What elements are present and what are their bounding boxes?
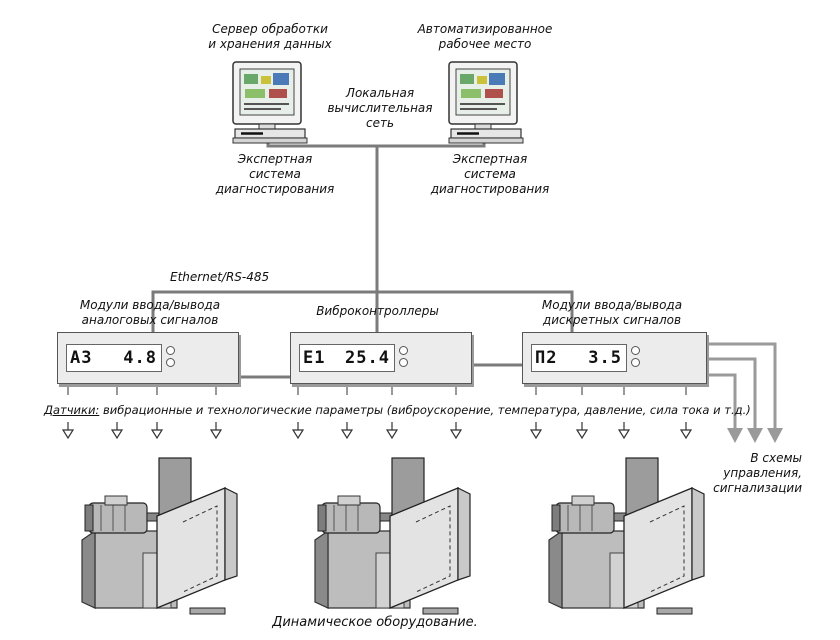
sensor-icon xyxy=(450,421,462,439)
bus-label: Ethernet/RS-485 xyxy=(170,270,270,284)
machine-3-icon xyxy=(548,457,705,615)
sensor-icon xyxy=(576,421,588,439)
status-led-icon xyxy=(631,358,640,367)
output-lines xyxy=(705,342,777,430)
sensors-description: вибрационные и технологические параметры… xyxy=(102,403,751,417)
analog-module-display: A3 4.8 xyxy=(66,344,162,372)
output-arrows xyxy=(727,428,783,443)
sensor-icon xyxy=(341,421,353,439)
sensor-icon xyxy=(210,421,222,439)
status-led-icon xyxy=(166,358,175,367)
workstation-computer-icon xyxy=(447,60,525,145)
sensor-icons xyxy=(62,421,692,439)
vibrocontroller-display: E1 25.4 xyxy=(299,344,395,372)
vibrocontroller: E1 25.4 xyxy=(290,332,472,384)
sensor-icon xyxy=(111,421,123,439)
sensor-icon xyxy=(386,421,398,439)
analog-channel: A3 xyxy=(70,348,93,368)
analog-module: A3 4.8 xyxy=(57,332,239,384)
sensors-title: Датчики: xyxy=(44,403,100,417)
discrete-module-display: П2 3.5 xyxy=(531,344,627,372)
vibrocontroller-title: Виброконтроллеры xyxy=(316,304,439,318)
status-led-icon xyxy=(631,346,640,355)
analog-reading: 4.8 xyxy=(123,348,157,368)
sensor-icon xyxy=(530,421,542,439)
sensor-icon xyxy=(680,421,692,439)
status-led-icon xyxy=(166,346,175,355)
vibro-reading: 25.4 xyxy=(345,348,390,368)
machine-1-icon xyxy=(81,457,238,615)
server-computer-icon xyxy=(231,60,309,145)
sensors-label: Датчики: вибрационные и технологические … xyxy=(44,403,751,418)
machine-2-icon xyxy=(314,457,471,615)
vibro-channel: E1 xyxy=(303,348,326,368)
sensor-icon xyxy=(151,421,163,439)
sensor-icon xyxy=(62,421,74,439)
discrete-channel: П2 xyxy=(535,348,558,368)
discrete-module: П2 3.5 xyxy=(522,332,707,384)
discrete-reading: 3.5 xyxy=(588,348,622,368)
sensor-icon xyxy=(292,421,304,439)
equipment-caption: Динамическое оборудование. xyxy=(272,615,478,630)
status-led-icon xyxy=(399,358,408,367)
sensor-lines xyxy=(67,382,687,395)
status-led-icon xyxy=(399,346,408,355)
sensor-icon xyxy=(618,421,630,439)
